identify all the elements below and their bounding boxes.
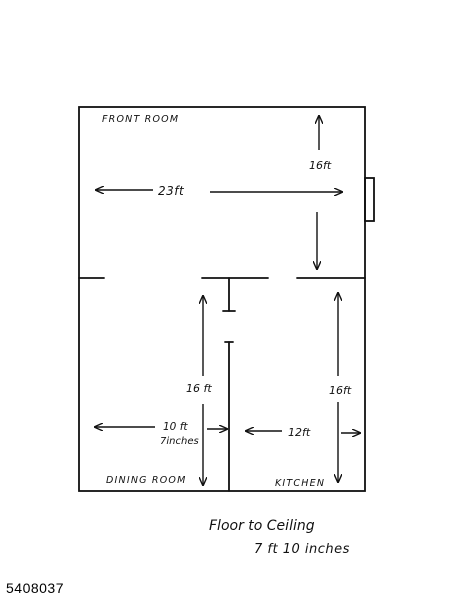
listing-id: 5408037 [6,580,65,596]
dining-width-label-line2: 7inches [160,436,199,447]
front-room-label: FRONT ROOM [102,114,179,125]
dining-width-label-line1: 10 ft [163,421,188,433]
dining-room-label: DINING ROOM [106,475,186,486]
ceiling-note-line1: Floor to Ceiling [209,518,315,534]
dining-height-label: 16 ft [186,382,212,395]
kitchen-label: KITCHEN [275,478,325,489]
side-window [364,177,375,222]
outer-wall [78,106,366,492]
front-width-label: 23ft [158,184,185,198]
front-height-label: 16ft [309,159,332,172]
ceiling-note-line2: 7 ft 10 inches [254,542,350,557]
kitchen-height-label: 16ft [329,384,352,397]
kitchen-width-label: 12ft [288,426,311,439]
